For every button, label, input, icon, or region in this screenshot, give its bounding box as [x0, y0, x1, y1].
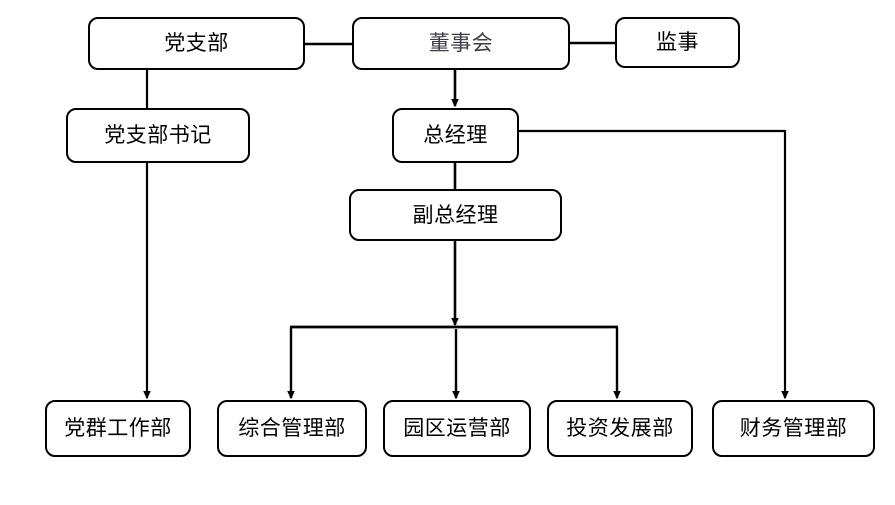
- node-party-branch[interactable]: 党支部: [88, 17, 305, 70]
- node-label-supervisor: 监事: [656, 31, 699, 54]
- node-label-finance-management-dept: 财务管理部: [739, 417, 848, 440]
- edge-gm-to-finance-dept: [519, 129, 789, 400]
- node-label-party-mass-work-dept: 党群工作部: [64, 417, 172, 440]
- node-board-of-directors[interactable]: 董事会: [352, 17, 570, 70]
- node-label-party-branch-secretary: 党支部书记: [104, 124, 212, 147]
- node-label-deputy-general-manager: 副总经理: [412, 203, 499, 227]
- node-label-general-management-dept: 综合管理部: [238, 417, 346, 440]
- node-label-party-branch: 党支部: [164, 32, 229, 55]
- node-party-branch-secretary[interactable]: 党支部书记: [66, 108, 250, 163]
- node-label-board-of-directors: 董事会: [428, 32, 494, 55]
- node-park-operations-dept[interactable]: 园区运营部: [383, 400, 531, 457]
- node-general-management-dept[interactable]: 综合管理部: [217, 400, 367, 457]
- node-label-investment-development-dept: 投资发展部: [566, 417, 674, 440]
- node-investment-development-dept[interactable]: 投资发展部: [547, 400, 693, 457]
- node-party-mass-work-dept[interactable]: 党群工作部: [45, 400, 191, 457]
- node-label-park-operations-dept: 园区运营部: [403, 417, 511, 440]
- node-finance-management-dept[interactable]: 财务管理部: [712, 400, 875, 457]
- node-deputy-general-manager[interactable]: 副总经理: [349, 189, 562, 241]
- node-label-general-manager: 总经理: [423, 124, 488, 147]
- node-general-manager[interactable]: 总经理: [392, 108, 519, 163]
- node-supervisor[interactable]: 监事: [615, 17, 740, 68]
